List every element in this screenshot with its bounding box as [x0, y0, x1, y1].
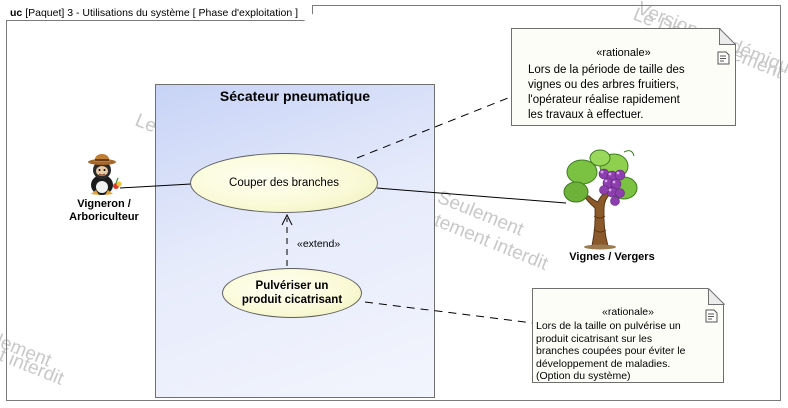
- frame-title: [Paquet] 3 - Utilisations du système [ P…: [25, 7, 299, 19]
- rationale-note-1[interactable]: «rationale» Lors de la période de taille…: [511, 28, 736, 126]
- actor-vigneron-label[interactable]: Vigneron / Arboriculteur: [56, 198, 152, 224]
- frame-keyword: uc: [10, 7, 23, 19]
- farmer-with-hat-icon[interactable]: [82, 151, 126, 197]
- note-text: Lors de la taille on pulvérise un produi…: [533, 320, 685, 383]
- use-case-label-line1: Pulvériser un: [255, 280, 329, 292]
- note-line: Lors de la taille on pulvérise un: [536, 320, 681, 332]
- grape-vine-tree-icon[interactable]: [562, 146, 640, 250]
- use-case-label-line2: produit cicatrisant: [241, 294, 343, 306]
- note-line: les travaux à effectuer.: [528, 109, 644, 121]
- note-line: produit cicatrisant sur les: [536, 332, 653, 345]
- rationale-note-2[interactable]: «rationale» Lors de la taille on pulvéri…: [532, 288, 724, 383]
- actor-vignes-label[interactable]: Vignes / Vergers: [569, 251, 655, 263]
- system-title: Sécateur pneumatique: [219, 88, 371, 104]
- note-text: Lors de la période de taille des vignes …: [512, 63, 685, 123]
- note-document-icon: [705, 309, 719, 323]
- note-line: branches coupées pour éviter le: [536, 345, 686, 357]
- extend-label: «extend»: [297, 238, 341, 250]
- note-line: Lors de la période de taille des: [528, 64, 685, 76]
- actor-label-line2: Arboriculteur: [69, 211, 139, 223]
- note-stereotype: «rationale»: [602, 306, 654, 318]
- use-case-pulveriser[interactable]: Pulvériser un produit cicatrisant: [222, 268, 362, 318]
- system-boundary[interactable]: Sécateur pneumatique: [155, 84, 435, 398]
- note-stereotype: «rationale»: [596, 47, 651, 59]
- note-line: développement de maladies.: [536, 357, 671, 370]
- frame-header: uc [Paquet] 3 - Utilisations du système …: [6, 5, 313, 21]
- use-case-label: Couper des branches: [229, 177, 339, 189]
- note-document-icon: [717, 51, 731, 65]
- note-line: vignes ou des arbres fruitiers,: [528, 79, 679, 91]
- note-line: l'opérateur réalise rapidement: [528, 94, 680, 106]
- use-case-couper-des-branches[interactable]: Couper des branches: [190, 153, 378, 213]
- note-line: (Option du système): [536, 370, 631, 382]
- diagram-frame: [6, 5, 781, 401]
- actor-label-line1: Vigneron /: [77, 198, 131, 210]
